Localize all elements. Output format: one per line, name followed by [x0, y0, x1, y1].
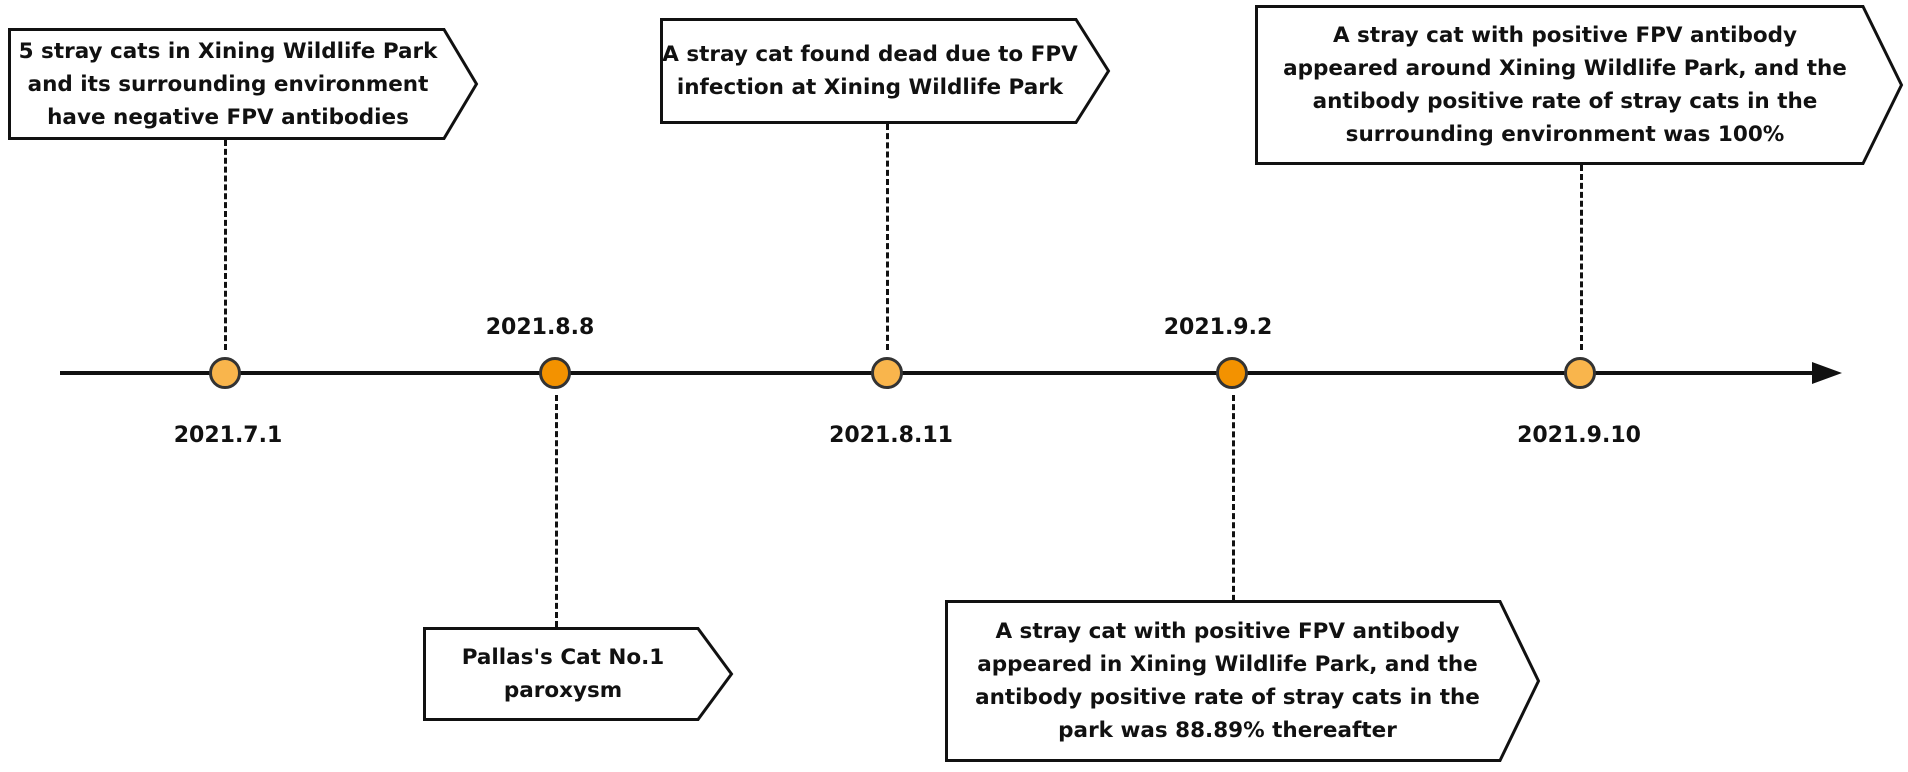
callout-line: antibody positive rate of stray cats in … [1312, 89, 1818, 114]
callout-line: A stray cat with positive FPV antibody [1332, 23, 1798, 48]
callout-line: A stray cat with positive FPV antibody [995, 619, 1460, 644]
event-marker-e5 [1564, 357, 1596, 389]
callout-line: A stray cat found dead due to FPV [662, 42, 1078, 67]
event-date-e2: 2021.8.8 [485, 315, 595, 340]
event-date-e1: 2021.7.1 [173, 423, 283, 448]
event-date-e4: 2021.9.2 [1163, 315, 1273, 340]
event-callout-e2: Pallas's Cat No.1 paroxysm [423, 627, 734, 721]
callout-line: 5 stray cats in Xining Wildlife Park [18, 38, 438, 64]
callout-text: Pallas's Cat No.1 paroxysm [423, 627, 703, 721]
event-marker-e4 [1216, 357, 1248, 389]
callout-text: A stray cat found dead due to FPV infect… [660, 18, 1080, 124]
callout-line: antibody positive rate of stray cats in … [975, 685, 1480, 710]
event-callout-e5: A stray cat with positive FPV antibody a… [1255, 5, 1904, 165]
timeline-axis [60, 371, 1820, 375]
connector-e1 [224, 140, 227, 350]
event-date-e3: 2021.8.11 [829, 423, 953, 448]
timeline-arrow-head [1812, 362, 1842, 384]
event-marker-e1 [209, 357, 241, 389]
callout-text: A stray cat with positive FPV antibody a… [945, 600, 1510, 762]
callout-line: park was 88.89% thereafter [1058, 718, 1397, 743]
event-marker-e2 [539, 357, 571, 389]
callout-text: 5 stray cats in Xining Wildlife Park and… [8, 28, 448, 140]
event-callout-e4: A stray cat with positive FPV antibody a… [945, 600, 1541, 762]
callout-text: A stray cat with positive FPV antibody a… [1255, 5, 1875, 165]
event-marker-e3 [871, 357, 903, 389]
callout-shape [1255, 5, 1904, 165]
callout-line: infection at Xining Wildlife Park [676, 75, 1064, 100]
callout-shape [8, 28, 479, 140]
callout-shape [660, 18, 1111, 124]
connector-e5 [1580, 165, 1583, 350]
event-date-e5: 2021.9.10 [1517, 423, 1641, 448]
callout-line: appeared around Xining Wildlife Park, an… [1283, 56, 1847, 81]
callout-line: Pallas's Cat No.1 [461, 645, 665, 670]
callout-shape [423, 627, 734, 721]
connector-e4 [1232, 395, 1235, 610]
callout-line: surrounding environment was 100% [1345, 122, 1785, 147]
callout-line: paroxysm [503, 678, 623, 703]
event-callout-e3: A stray cat found dead due to FPV infect… [660, 18, 1111, 124]
event-callout-e1: 5 stray cats in Xining Wildlife Park and… [8, 28, 479, 140]
callout-shape [945, 600, 1541, 762]
callout-line: and its surrounding environment [27, 71, 429, 97]
connector-e3 [886, 124, 889, 350]
callout-line: appeared in Xining Wildlife Park, and th… [977, 652, 1478, 677]
connector-e2 [555, 395, 558, 627]
callout-line: have negative FPV antibodies [47, 104, 409, 130]
